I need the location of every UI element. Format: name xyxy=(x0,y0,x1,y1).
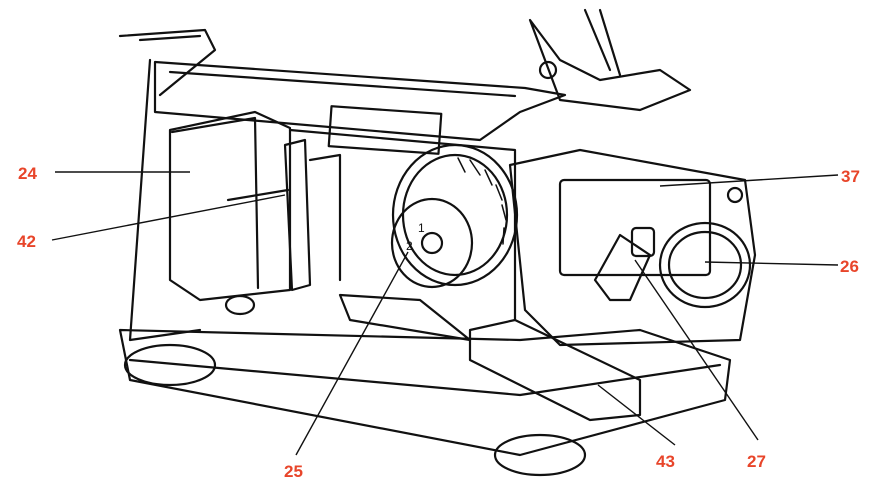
callout-37: 37 xyxy=(841,167,860,186)
foot-left xyxy=(123,343,217,387)
focus-knob-outer xyxy=(391,143,519,287)
upper-lever-inner xyxy=(138,34,202,42)
left-block-shade xyxy=(226,188,290,202)
foot-right xyxy=(493,433,587,477)
leader-37 xyxy=(659,174,839,187)
foot-center xyxy=(224,294,256,316)
lever-27 xyxy=(593,233,652,302)
top-right-strut xyxy=(583,8,612,72)
callout-42: 42 xyxy=(17,232,36,251)
slider-43 xyxy=(468,318,642,422)
top-right-arm xyxy=(528,18,692,112)
screw-top xyxy=(538,60,558,80)
right-housing-window xyxy=(558,178,712,277)
top-right-strut-2 xyxy=(598,8,622,77)
base-plate-edge xyxy=(128,358,722,397)
leader-42 xyxy=(51,194,286,241)
slider-43-arm xyxy=(338,293,472,342)
lever-27-spring xyxy=(630,226,656,258)
pressure-rail xyxy=(308,153,342,282)
top-plate xyxy=(153,60,567,142)
leader-27 xyxy=(634,259,759,441)
callout-25: 25 xyxy=(284,462,303,481)
dial-number-2: 2 xyxy=(406,239,413,253)
callout-27: 27 xyxy=(747,452,766,471)
knob-ridges xyxy=(457,157,507,245)
focus-knob-ring xyxy=(401,153,509,277)
right-housing xyxy=(508,148,757,347)
base-plate xyxy=(118,328,732,457)
pressure-plate xyxy=(283,138,312,292)
leader-43 xyxy=(597,384,676,446)
screw-right xyxy=(726,186,744,204)
knob-26 xyxy=(658,221,752,309)
top-plate-edge xyxy=(168,70,517,98)
frame-left xyxy=(128,58,202,342)
dial-number-1: 1 xyxy=(418,221,425,235)
callout-43: 43 xyxy=(656,452,675,471)
top-plate-slot xyxy=(327,105,443,155)
focus-knob-dial xyxy=(390,197,474,289)
leader-25 xyxy=(295,251,409,456)
callout-24: 24 xyxy=(18,164,37,183)
callout-26: 26 xyxy=(840,257,859,276)
left-block-face xyxy=(170,116,260,290)
focus-knob-center xyxy=(420,231,444,255)
left-block xyxy=(168,110,292,302)
knob-26-face xyxy=(667,230,743,300)
leader-26 xyxy=(704,261,839,266)
frame-mid xyxy=(288,128,517,322)
